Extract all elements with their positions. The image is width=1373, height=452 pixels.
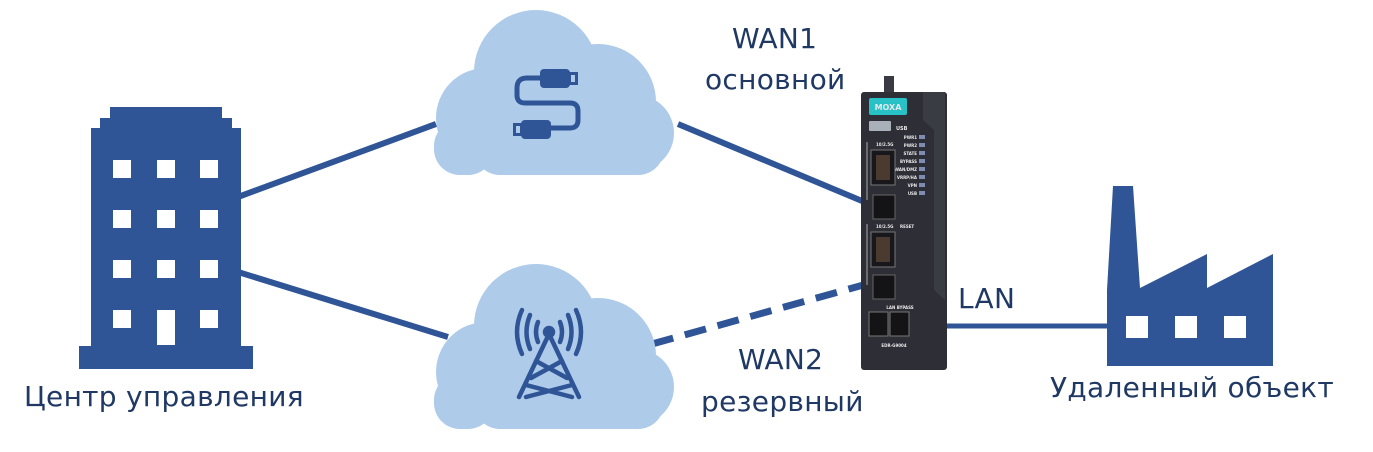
led-label: BYPASS <box>900 159 917 164</box>
usb-port <box>869 121 891 131</box>
speed-label: 10/2.5G <box>876 142 893 147</box>
office-building-icon <box>79 107 253 369</box>
links <box>236 121 1110 348</box>
led-panel: PWR1 PWR2 STATE BYPASS WAN/DMZ VRRP/HA V… <box>895 135 925 196</box>
cloud-wan2 <box>434 264 674 429</box>
lan-label: LAN <box>958 282 1016 315</box>
brand-logo <box>869 98 907 115</box>
led-label: USB <box>908 191 917 196</box>
led-label: PWR1 <box>904 135 917 140</box>
lan-port-4 <box>889 311 910 337</box>
cell-tower-icon <box>514 307 584 400</box>
cloud-wan1 <box>434 10 674 175</box>
led-label: PWR2 <box>904 143 917 148</box>
industrial-router-icon: MOXA USB PWR1 PWR2 STATE BYPASS WAN/DMZ … <box>861 76 947 370</box>
factory-icon <box>1107 186 1273 366</box>
lan-port-3 <box>868 311 889 337</box>
model-label: EDR-G9004 <box>881 343 906 348</box>
control-center-label: Центр управления <box>24 380 304 413</box>
rj45-port-wan2 <box>872 274 896 300</box>
link-wan2-cloud-to-router <box>651 278 875 348</box>
wan2-role-label: резервный <box>701 385 864 418</box>
usb-cable-icon <box>513 69 581 139</box>
link-center-to-wan1-cloud <box>236 121 438 200</box>
speed-label: 10/2.5G <box>876 224 893 229</box>
usb-label: USB <box>896 126 908 132</box>
led-label: VPN <box>908 183 917 188</box>
wan2-label: WAN2 <box>738 343 824 376</box>
led-label: WAN/DMZ <box>895 167 917 172</box>
wan1-role-label: основной <box>705 63 846 96</box>
rj45-port-wan1 <box>872 194 896 220</box>
cloud-icon <box>434 10 674 175</box>
lan-bypass-label: LAN BYPASS <box>886 305 913 310</box>
led-label: VRRP/HA <box>897 175 918 180</box>
link-center-to-wan2-cloud <box>237 269 449 340</box>
link-wan1-cloud-to-router <box>676 121 876 209</box>
reset-label: RESET <box>900 224 914 229</box>
wan1-label: WAN1 <box>732 22 818 55</box>
led-label: STATE <box>903 151 917 156</box>
remote-site-label: Удаленный объект <box>1050 371 1334 404</box>
brand-label: MOXA <box>875 103 903 112</box>
